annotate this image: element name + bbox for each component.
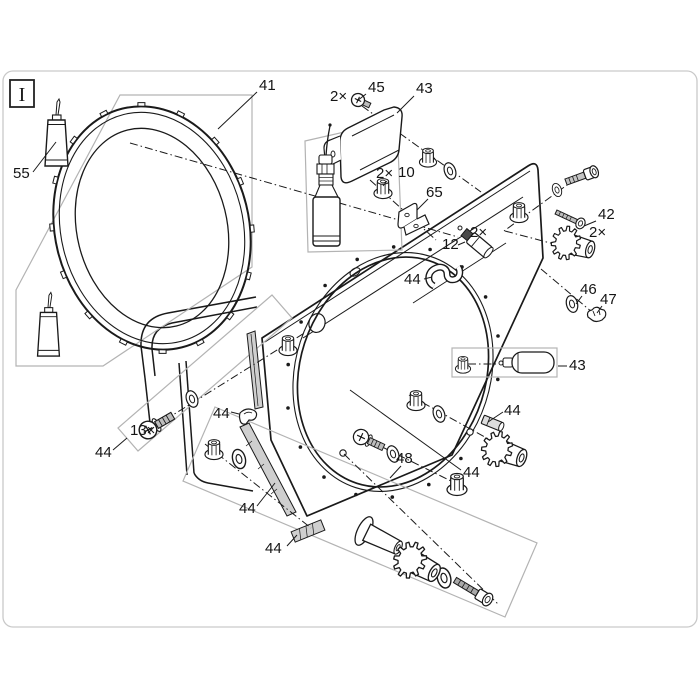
bushing-12 xyxy=(460,227,494,259)
plate-bolt-hole xyxy=(286,362,291,367)
callout-10: 10 xyxy=(398,164,415,181)
pinion-gears xyxy=(393,225,596,583)
plate-bolt-hole xyxy=(459,456,463,461)
pinion-gear xyxy=(550,225,596,261)
callout-65: 65 xyxy=(426,184,443,201)
callout-44-gear: 44 xyxy=(463,464,480,481)
plate-bolt-hole xyxy=(391,245,396,249)
grease-kit-box xyxy=(451,347,558,378)
ring-clip xyxy=(59,270,68,280)
plate-bolt-hole xyxy=(496,377,500,382)
callout-44-hook: 44 xyxy=(404,271,421,288)
clip-44 xyxy=(238,408,258,425)
callout-44-clip: 44 xyxy=(213,405,230,422)
callout-45-qty: 2× xyxy=(330,88,347,105)
callout-44-pin: 44 xyxy=(504,402,521,419)
plate-bolt-hole xyxy=(427,482,431,487)
ring-clip xyxy=(245,271,252,281)
ring-clip xyxy=(236,176,245,186)
callout-10-qty: 2× xyxy=(376,165,393,182)
callout-12-qty: 2× xyxy=(470,224,487,241)
pinion-gear xyxy=(480,430,528,468)
plate-bolt-hole xyxy=(298,445,303,449)
ring-clip xyxy=(226,311,235,321)
ring-clip xyxy=(249,224,255,233)
callout-labels: 41 2× 45 43 55 2× 10 65 42 2× 2× 12 44 4… xyxy=(13,77,617,557)
ring-clip xyxy=(158,349,167,354)
section-letter: I xyxy=(19,84,26,106)
drive-plate xyxy=(261,162,544,517)
ring-clip xyxy=(137,102,146,107)
hose-hook xyxy=(425,263,464,290)
callout-44-screw: 44 xyxy=(95,444,112,461)
callout-48: 48 xyxy=(396,450,413,467)
callout-43-cover: 43 xyxy=(416,80,433,97)
grease-capsule xyxy=(498,351,555,374)
section-legend: I xyxy=(9,79,35,108)
plate-bolt-hole xyxy=(428,247,432,252)
callout-55: 55 xyxy=(13,165,30,182)
callout-41: 41 xyxy=(259,77,276,94)
plate-bolt-hole xyxy=(286,406,290,410)
shaft-48-group-box xyxy=(182,406,538,618)
callout-43-kit: 43 xyxy=(569,357,586,374)
ring-clip xyxy=(52,175,59,185)
plate-hole xyxy=(466,428,474,436)
screw-13x-group-box xyxy=(117,294,293,452)
callout-42-qty: 2× xyxy=(589,224,606,241)
ring-clip xyxy=(211,136,220,146)
callout-44-strip1: 44 xyxy=(239,500,256,517)
seal-strips xyxy=(239,330,326,543)
pinion-gear xyxy=(393,541,441,583)
ring-group-box xyxy=(15,94,253,367)
callout-42: 42 xyxy=(598,206,615,223)
plate-bolt-hole xyxy=(483,295,488,299)
ring-clip xyxy=(175,110,186,118)
clamp-47 xyxy=(586,306,607,323)
callout-12: 12 xyxy=(442,236,459,253)
plate-bolt-hole xyxy=(390,495,395,499)
ring-clip xyxy=(99,109,109,118)
leader-lines xyxy=(32,91,603,547)
capacitor xyxy=(312,123,341,247)
plate-bolt-hole xyxy=(354,492,358,497)
ring-clip xyxy=(195,338,205,347)
callout-13x: 13× xyxy=(130,422,155,439)
callout-45: 45 xyxy=(368,79,385,96)
callout-46: 46 xyxy=(580,281,597,298)
mounting-bracket-65 xyxy=(397,202,430,236)
callout-47: 47 xyxy=(600,291,617,308)
ring-clip xyxy=(84,310,93,320)
plate-bolt-hole xyxy=(496,334,500,338)
ring-clip xyxy=(69,135,78,145)
plate-bolt-hole xyxy=(322,475,326,479)
plate-bolt-hole xyxy=(299,320,303,324)
callout-44-strip2: 44 xyxy=(265,540,282,557)
ring-clip xyxy=(118,338,129,346)
retaining-ring xyxy=(49,102,255,354)
plate-bolt-hole xyxy=(355,257,360,262)
plate-bolt-hole xyxy=(323,283,327,288)
ring-clip xyxy=(49,223,55,232)
